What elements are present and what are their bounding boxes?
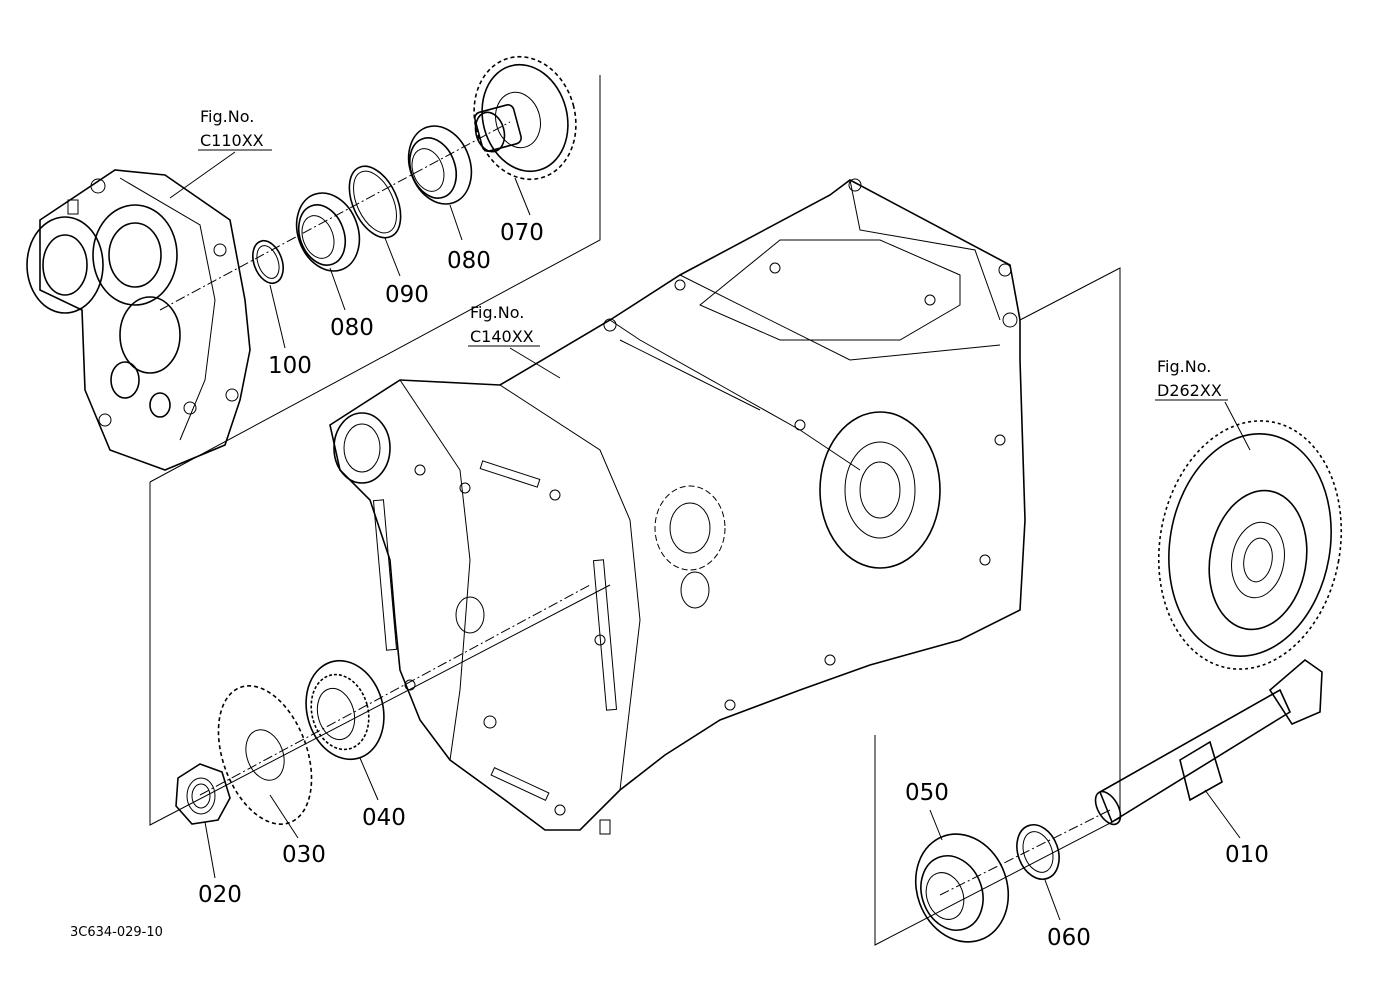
label-100: 100 [268,353,312,379]
fig-ref-d262: Fig.No. D262XX [1155,357,1228,401]
label-040: 040 [362,805,406,831]
part-100-snap-ring [252,239,284,285]
label-060: 060 [1047,925,1091,951]
upper-frame [149,75,601,483]
part-020-nut [175,763,231,825]
lower-frame [149,482,611,826]
part-060-shim [1016,824,1060,880]
part-080-bearing-b [407,125,473,205]
label-020: 020 [198,882,242,908]
label-070: 070 [500,220,544,246]
label-050: 050 [905,780,949,806]
svg-text:Fig.No.: Fig.No. [200,107,254,126]
svg-text:Fig.No.: Fig.No. [1157,357,1211,376]
svg-text:C140XX: C140XX [470,327,534,346]
part-070-gear [473,55,577,181]
transmission-case [329,178,1026,835]
part-080-bearing-a [295,192,361,272]
svg-text:C110XX: C110XX [200,131,264,150]
svg-text:D262XX: D262XX [1157,381,1222,400]
leader-lines [169,151,1251,921]
svg-text:Fig.No.: Fig.No. [470,303,524,322]
label-090: 090 [385,282,429,308]
part-010-pinion-shaft [1094,658,1323,826]
bevel-ring-gear [1157,420,1343,670]
part-030-pulse-ring [217,685,313,825]
part-number-labels: 070 080 090 080 100 040 030 020 050 060 … [198,220,1269,951]
part-050-bearing [914,833,1010,943]
label-010: 010 [1225,842,1269,868]
label-080-lower: 080 [330,315,374,341]
fig-ref-c140: Fig.No. C140XX [468,303,540,347]
front-cover-housing [26,169,251,471]
part-090-circlip [348,165,402,239]
right-frame [874,267,1121,946]
projection-frames [149,75,1121,946]
label-080-upper: 080 [447,248,491,274]
shaft-axes [159,121,1111,896]
label-030: 030 [282,842,326,868]
part-040-bearing [305,659,385,761]
fig-ref-c110: Fig.No. C110XX [198,107,272,151]
drawing-code: 3C634-029-10 [70,925,163,940]
